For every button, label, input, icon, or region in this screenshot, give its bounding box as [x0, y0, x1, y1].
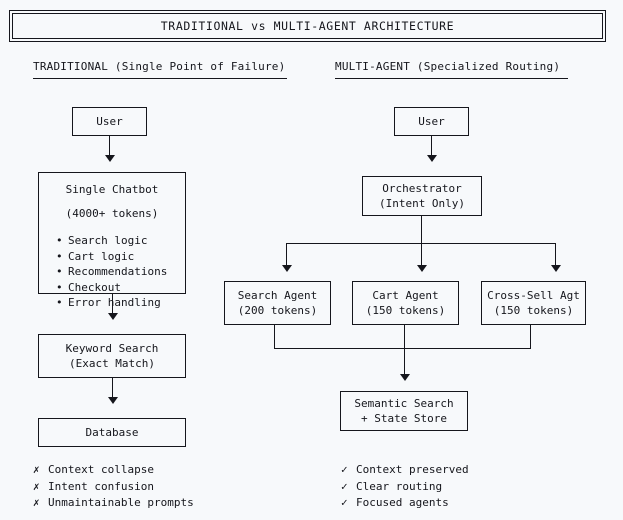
branch-drop-search [286, 243, 287, 267]
benefit-item-2: ✓ Focused agents [341, 495, 469, 512]
merge-bus [274, 348, 531, 349]
node-agent-cart: Cart Agent (150 tokens) [352, 281, 459, 325]
merge-stem-crosssell [530, 325, 531, 349]
node-orchestrator: Orchestrator (Intent Only) [362, 176, 482, 216]
connector-chatbot-to-keyword [112, 294, 113, 315]
node-orchestrator-title: Orchestrator [382, 182, 462, 195]
node-user-multiagent: User [394, 107, 469, 136]
node-orchestrator-subtitle: (Intent Only) [378, 197, 466, 210]
cross-icon: ✗ [33, 479, 40, 493]
arrow-chatbot-to-keyword [108, 313, 118, 320]
arrow-branch-search [282, 265, 292, 272]
footer-list-drawbacks: ✗ Context collapse ✗ Intent confusion ✗ Unm… [33, 462, 194, 512]
arrow-keyword-to-database [108, 397, 118, 404]
drawback-label-1: Intent confusion [48, 479, 154, 493]
title-bar-inner: TRADITIONAL vs MULTI-AGENT ARCHITECTURE [12, 13, 603, 39]
node-agent-crosssell: Cross-Sell Agt (150 tokens) [481, 281, 586, 325]
benefit-label-2: Focused agents [356, 496, 449, 509]
benefit-label-1: Clear routing [356, 479, 443, 493]
column-rule-multiagent [335, 78, 568, 79]
node-agent-search: Search Agent (200 tokens) [224, 281, 331, 325]
cross-icon: ✗ [33, 496, 40, 509]
arrow-branch-cart [417, 265, 427, 272]
branch-drop-cart [421, 243, 422, 267]
node-single-chatbot: Single Chatbot (4000+ tokens) Search log… [38, 172, 186, 309]
node-semantic-store-title: Semantic Search [354, 397, 454, 410]
merge-stem-search [274, 325, 275, 349]
node-keyword-search: Keyword Search (Exact Match) [38, 334, 186, 378]
chatbot-bullet-0: Search logic [56, 233, 167, 249]
node-keyword-search-title: Keyword Search [65, 342, 159, 355]
drawback-item-1: ✗ Intent confusion [33, 479, 194, 496]
merge-stem-center [404, 325, 405, 376]
node-agent-cart-subtitle: (150 tokens) [365, 304, 446, 317]
connector-user-to-chatbot [109, 136, 110, 157]
arrow-user-to-orchestrator [427, 155, 437, 162]
check-icon: ✓ [341, 479, 348, 493]
node-agent-search-subtitle: (200 tokens) [237, 304, 318, 317]
node-user-traditional-label: User [96, 115, 123, 128]
chatbot-bullet-4: Error handling [56, 295, 167, 311]
connector-user-to-orchestrator [431, 136, 432, 157]
footer-list-benefits: ✓ Context preserved ✓ Clear routing ✓ Focus… [341, 462, 469, 512]
drawback-label-0: Context collapse [48, 463, 154, 476]
node-semantic-store-subtitle: + State Store [360, 412, 448, 425]
connector-keyword-to-database [112, 378, 113, 399]
branch-drop-crosssell [555, 243, 556, 267]
drawback-item-2: ✗ Unmaintainable prompts [33, 495, 194, 512]
node-semantic-store: Semantic Search + State Store [340, 391, 468, 431]
node-keyword-search-subtitle: (Exact Match) [68, 357, 156, 370]
node-agent-crosssell-title: Cross-Sell Agt [487, 289, 580, 302]
page-title: TRADITIONAL vs MULTI-AGENT ARCHITECTURE [160, 19, 455, 33]
node-user-multiagent-label: User [418, 115, 445, 128]
benefit-item-1: ✓ Clear routing [341, 479, 469, 496]
node-database: Database [38, 418, 186, 447]
column-header-multiagent: MULTI-AGENT (Specialized Routing) [335, 60, 561, 73]
arrow-user-to-chatbot [105, 155, 115, 162]
benefit-item-0: ✓ Context preserved [341, 462, 469, 479]
check-icon: ✓ [341, 463, 348, 476]
column-rule-traditional [33, 78, 287, 79]
node-single-chatbot-title: Single Chatbot [65, 183, 159, 196]
column-header-traditional: TRADITIONAL (Single Point of Failure) [33, 60, 286, 73]
chatbot-bullet-1: Cart logic [56, 249, 167, 265]
node-user-traditional: User [72, 107, 147, 136]
benefit-label-0: Context preserved [356, 463, 469, 476]
cross-icon: ✗ [33, 463, 40, 476]
chatbot-bullet-3: Checkout [56, 280, 167, 296]
title-bar: TRADITIONAL vs MULTI-AGENT ARCHITECTURE [9, 10, 606, 42]
drawback-item-0: ✗ Context collapse [33, 462, 194, 479]
check-icon: ✓ [341, 496, 348, 509]
chatbot-bullet-2: Recommendations [56, 264, 167, 280]
drawback-label-2: Unmaintainable prompts [48, 496, 194, 509]
arrow-branch-crosssell [551, 265, 561, 272]
node-database-label: Database [85, 426, 139, 439]
node-single-chatbot-subtitle: (4000+ tokens) [65, 207, 159, 220]
arrow-merge-to-store [400, 374, 410, 381]
node-agent-crosssell-subtitle: (150 tokens) [493, 304, 574, 317]
node-agent-cart-title: Cart Agent [372, 289, 439, 302]
node-single-chatbot-bullets: Search logic Cart logic Recommendations … [39, 233, 167, 311]
connector-orchestrator-stem [421, 216, 422, 244]
node-agent-search-title: Search Agent [237, 289, 318, 302]
